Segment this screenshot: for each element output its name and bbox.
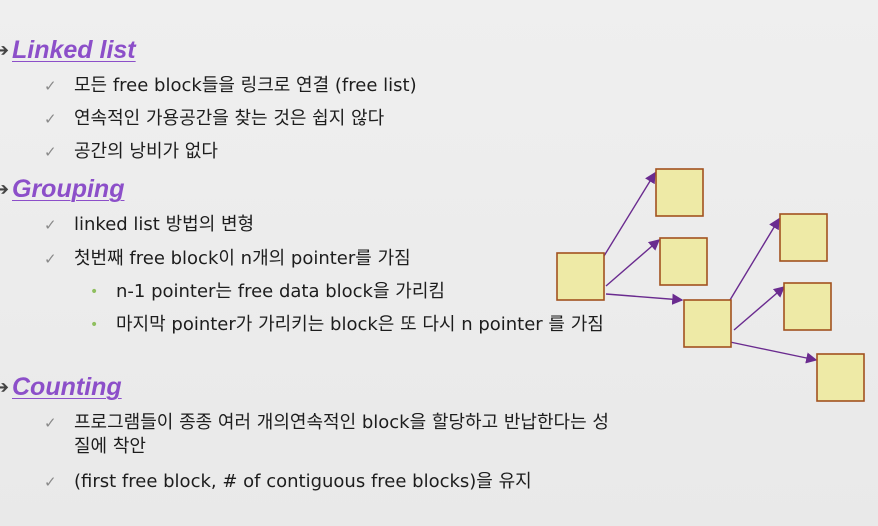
check-icon: ✓: [44, 77, 57, 95]
free-data-block: [779, 213, 828, 262]
check-icon: ✓: [44, 143, 57, 161]
pointer-arrow: [605, 293, 684, 305]
list-item: ✓ (first free block, # of contiguous fre…: [44, 470, 532, 494]
heading-title: Linked list: [12, 36, 136, 64]
list-item-text: (first free block, # of contiguous free …: [74, 471, 532, 492]
list-item: ✓ linked list 방법의 변형: [44, 213, 254, 237]
list-item: ✓ 프로그램들이 종종 여러 개의연속적인 block을 할당하고 반납한다는 …: [44, 411, 614, 459]
list-item: ✓ 공간의 낭비가 없다: [44, 140, 218, 164]
first-free-block: [556, 252, 605, 301]
check-icon: ✓: [44, 110, 57, 128]
free-data-block: [659, 237, 708, 286]
pointer-arrow: [729, 341, 818, 364]
list-item-text: 연속적인 가용공간을 찾는 것은 쉽지 않다: [74, 108, 385, 129]
free-data-block: [816, 353, 865, 402]
sub-list-item-text: n-1 pointer는 free data block을 가리킴: [116, 281, 445, 302]
heading-grouping: ➔ Grouping: [0, 175, 124, 204]
sub-list-item: • 마지막 pointer가 가리키는 block은 또 다시 n pointe…: [90, 313, 606, 337]
sub-list-item: • n-1 pointer는 free data block을 가리킴: [90, 280, 445, 304]
bullet-dot-icon: •: [90, 317, 99, 333]
bullet-dot-icon: •: [90, 284, 99, 300]
free-data-block: [655, 168, 704, 217]
next-pointer-block: [683, 299, 732, 348]
free-data-block: [783, 282, 832, 331]
list-item: ✓ 첫번째 free block이 n개의 pointer를 가짐: [44, 247, 411, 271]
pointer-arrow: [733, 286, 786, 331]
list-item-text: 첫번째 free block이 n개의 pointer를 가짐: [74, 248, 411, 269]
list-item-text: 모든 free block들을 링크로 연결 (free list): [74, 75, 417, 96]
check-icon: ✓: [44, 250, 57, 268]
check-icon: ✓: [44, 414, 57, 432]
heading-title: Counting: [12, 373, 122, 401]
sub-list-item-text: 마지막 pointer가 가리키는 block은 또 다시 n pointer …: [116, 314, 604, 335]
arrow-bullet-icon: ➔: [0, 40, 10, 61]
pointer-arrow: [603, 171, 656, 257]
list-item: ✓ 연속적인 가용공간을 찾는 것은 쉽지 않다: [44, 107, 384, 131]
heading-title: Grouping: [12, 175, 125, 203]
heading-linked-list: ➔ Linked list: [0, 36, 136, 65]
list-item-text: linked list 방법의 변형: [74, 214, 255, 235]
arrow-bullet-icon: ➔: [0, 179, 10, 200]
pointer-arrow: [729, 217, 780, 301]
list-item-text: 공간의 낭비가 없다: [74, 141, 218, 162]
arrow-bullet-icon: ➔: [0, 377, 10, 398]
list-item-text: 프로그램들이 종종 여러 개의연속적인 block을 할당하고 반납한다는 성질…: [74, 412, 609, 457]
heading-counting: ➔ Counting: [0, 373, 122, 402]
pointer-arrow: [605, 239, 661, 287]
list-item: ✓ 모든 free block들을 링크로 연결 (free list): [44, 74, 417, 98]
check-icon: ✓: [44, 216, 57, 234]
check-icon: ✓: [44, 473, 57, 491]
